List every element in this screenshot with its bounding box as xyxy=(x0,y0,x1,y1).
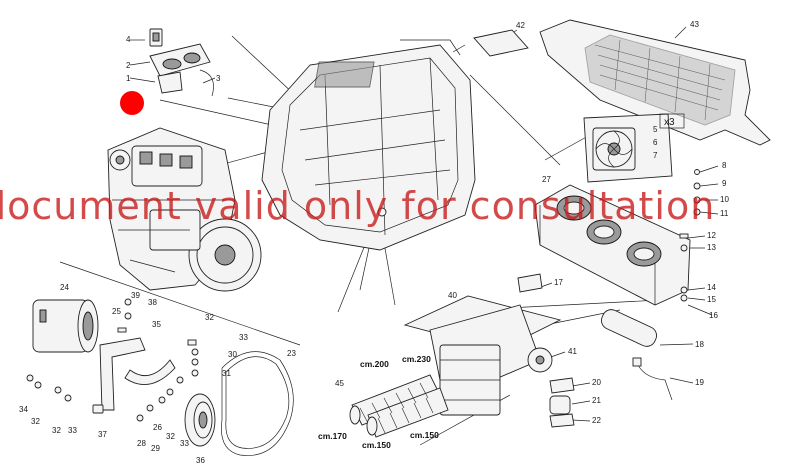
switch-panel-assembly xyxy=(149,28,214,97)
callout-29: 29 xyxy=(151,444,160,453)
callout-9: 9 xyxy=(722,179,727,188)
callout-12: 12 xyxy=(707,231,716,240)
callout-27: 27 xyxy=(542,175,551,184)
callout-32: 32 xyxy=(205,313,214,322)
callout-13: 13 xyxy=(707,243,716,252)
belt-23 xyxy=(221,351,294,456)
callout-16: 16 xyxy=(709,311,718,320)
callout-5: 5 xyxy=(653,125,658,134)
filter-18 xyxy=(601,309,657,347)
callout-41: 41 xyxy=(568,347,577,356)
cylinder-24 xyxy=(32,299,99,353)
watermark-text: document valid only for consultation xyxy=(0,184,715,228)
callout-32: 32 xyxy=(52,426,61,435)
callout-28: 28 xyxy=(137,439,146,448)
hose-length-label: cm.200 xyxy=(360,359,389,369)
callout-15: 15 xyxy=(707,295,716,304)
hoses-45 xyxy=(349,374,449,438)
callout-31: 31 xyxy=(222,369,231,378)
callout-labels: 1 2 3 4 5 6 7 8 9 10 11 12 13 14 15 16 1… xyxy=(19,20,729,465)
callout-23: 23 xyxy=(287,349,296,358)
callout-10: 10 xyxy=(720,195,729,204)
callout-42: 42 xyxy=(516,21,525,30)
callout-x3: x3 xyxy=(664,117,675,128)
callout-6: 6 xyxy=(653,138,658,147)
callout-14: 14 xyxy=(707,283,716,292)
callout-45: 45 xyxy=(335,379,344,388)
callout-8: 8 xyxy=(722,161,727,170)
red-marker xyxy=(120,91,144,115)
callout-38: 38 xyxy=(148,298,157,307)
bracket-17 xyxy=(517,273,543,293)
callout-33: 33 xyxy=(239,333,248,342)
callout-30: 30 xyxy=(228,350,237,359)
callout-20: 20 xyxy=(592,378,601,387)
callout-17: 17 xyxy=(554,278,563,287)
callout-33: 33 xyxy=(180,439,189,448)
callout-26: 26 xyxy=(153,423,162,432)
callout-3: 3 xyxy=(216,74,221,83)
callout-11: 11 xyxy=(720,209,729,218)
callout-21: 21 xyxy=(592,396,601,405)
fan-41 xyxy=(527,347,553,373)
panel-42 xyxy=(473,29,529,57)
fasteners-left xyxy=(26,298,199,422)
callout-37: 37 xyxy=(98,430,107,439)
heater-unit xyxy=(534,184,691,306)
callout-35: 35 xyxy=(152,320,161,329)
callout-43: 43 xyxy=(690,20,699,29)
callout-39: 39 xyxy=(131,291,140,300)
callout-22: 22 xyxy=(592,416,601,425)
pulley-36 xyxy=(184,393,216,447)
fan-assembly xyxy=(583,113,673,183)
callout-4: 4 xyxy=(126,35,131,44)
callout-1: 1 xyxy=(126,74,131,83)
callout-19: 19 xyxy=(695,378,704,387)
engine-assembly xyxy=(107,127,262,292)
callout-24: 24 xyxy=(60,283,69,292)
callout-34: 34 xyxy=(19,405,28,414)
callout-7: 7 xyxy=(653,151,658,160)
cab-frame xyxy=(261,39,476,251)
hose-length-label: cm.230 xyxy=(402,354,431,364)
callout-40: 40 xyxy=(448,291,457,300)
parts-20-22 xyxy=(549,377,575,428)
callout-36: 36 xyxy=(196,456,205,465)
callout-18: 18 xyxy=(695,340,704,349)
hose-length-label: cm.150 xyxy=(362,440,391,450)
quantity-box xyxy=(659,113,685,129)
hose-length-label: cm.150 xyxy=(410,430,439,440)
fasteners-right xyxy=(679,169,701,302)
tray-40 xyxy=(403,295,562,416)
callout-33: 33 xyxy=(68,426,77,435)
hose-length-labels: cm.200 cm.230 cm.170 cm.150 cm.150 xyxy=(318,354,439,450)
hose-length-label: cm.170 xyxy=(318,431,347,441)
callout-32: 32 xyxy=(31,417,40,426)
callout-32: 32 xyxy=(166,432,175,441)
callout-25: 25 xyxy=(112,307,121,316)
callout-2: 2 xyxy=(126,61,131,70)
cable-19 xyxy=(632,357,673,401)
roof-cover-43 xyxy=(539,19,771,146)
